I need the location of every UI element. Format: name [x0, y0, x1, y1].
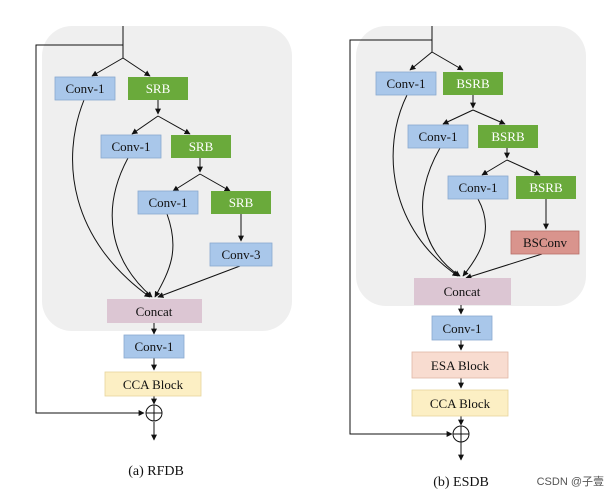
esdb-bsrb-a-box [443, 72, 503, 95]
rfdb-conv1-out-box [123, 334, 185, 359]
esdb-conv1-out-box [431, 315, 493, 341]
watermark: CSDN @子壹 [537, 475, 604, 488]
rfdb-concat-box [107, 299, 202, 323]
rfdb-conv3-box [209, 242, 273, 267]
esdb-esa: ESA Block [431, 358, 490, 373]
esdb-bsrb-b-box [478, 125, 538, 148]
rfdb-conv1-b-box [100, 134, 162, 159]
rfdb-diagram: Conv-1 SRB Conv-1 SRB Conv-1 SRB Conv-3 … [35, 26, 292, 479]
rfdb-caption: (a) RFDB [128, 464, 184, 479]
esdb-panel [356, 26, 586, 306]
rfdb-conv1-a-box [54, 76, 116, 101]
rfdb-srb-a: SRB [146, 81, 171, 96]
rfdb-cca: CCA Block [123, 377, 184, 392]
rfdb-srb-b-box [171, 135, 231, 158]
rfdb-panel [42, 26, 292, 331]
rfdb-srb-a-box [128, 77, 188, 100]
rfdb-srb-c-box [211, 191, 271, 214]
rfdb-conv1-c: Conv-1 [149, 195, 188, 210]
rfdb-conv1-c-box [137, 190, 199, 215]
esdb-conv1-b: Conv-1 [419, 129, 458, 144]
rfdb-srb-b: SRB [189, 139, 214, 154]
esdb-conv1-a: Conv-1 [387, 76, 426, 91]
esdb-conv1-c-box [447, 175, 509, 200]
rfdb-conv1-b: Conv-1 [112, 139, 151, 154]
esdb-bsrb-c: BSRB [529, 180, 563, 195]
esdb-conv1-out: Conv-1 [443, 321, 482, 336]
esdb-conv1-a-box [375, 71, 437, 96]
esdb-esa-box [411, 351, 509, 379]
rfdb-conv1-a: Conv-1 [66, 81, 105, 96]
esdb-cca-box [411, 389, 509, 417]
rfdb-cca-box [104, 371, 202, 397]
esdb-cca: CCA Block [430, 396, 491, 411]
rfdb-srb-c: SRB [229, 195, 254, 210]
esdb-add-icon [452, 425, 470, 443]
esdb-conv1-c: Conv-1 [459, 180, 498, 195]
rfdb-add-icon [145, 404, 163, 422]
esdb-diagram: Conv-1 BSRB Conv-1 BSRB Conv-1 BSRB BSCo… [349, 26, 586, 490]
esdb-bsrb-a: BSRB [456, 76, 490, 91]
esdb-concat-box [414, 278, 511, 305]
esdb-bsrb-b: BSRB [491, 129, 525, 144]
esdb-concat: Concat [444, 284, 481, 299]
rfdb-conv3: Conv-3 [222, 247, 261, 262]
esdb-caption: (b) ESDB [433, 475, 489, 490]
esdb-bsconv: BSConv [523, 235, 568, 250]
rfdb-conv1-out: Conv-1 [135, 339, 174, 354]
esdb-bsrb-c-box [516, 176, 576, 199]
esdb-conv1-b-box [407, 124, 469, 149]
rfdb-concat: Concat [136, 304, 173, 319]
esdb-bsconv-box [510, 230, 580, 255]
